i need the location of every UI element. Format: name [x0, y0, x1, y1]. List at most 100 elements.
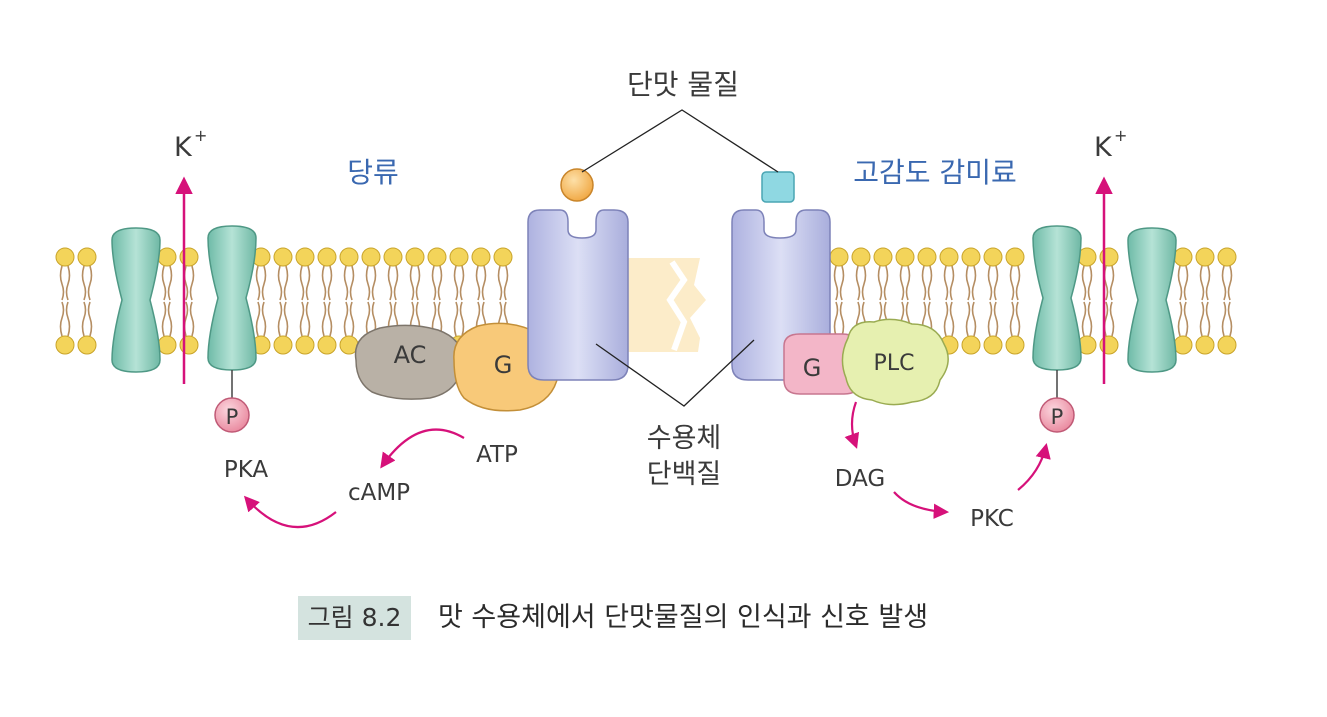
figure-caption: 맛 수용체에서 단맛물질의 인식과 신호 발생 — [438, 602, 929, 633]
lipid-tails — [475, 265, 487, 337]
lipid-head — [1099, 247, 1119, 267]
lipid-head — [983, 247, 1003, 267]
phospholipase-c: PLC — [841, 318, 949, 406]
lipid-head — [295, 247, 315, 267]
lipid-tails — [321, 265, 333, 337]
k-channel-far-right — [1127, 227, 1177, 373]
lipid-head — [295, 335, 315, 355]
lipid-head — [493, 247, 513, 267]
lipid-head — [1195, 335, 1215, 355]
lipid-tails — [387, 265, 399, 337]
lipid-tails — [921, 265, 933, 337]
adenylate-cyclase: AC — [354, 324, 464, 400]
lipid-tails — [255, 265, 267, 337]
lipid-tails — [833, 265, 845, 337]
g-protein-right: G — [783, 333, 861, 395]
lipid-head — [1005, 335, 1025, 355]
k-channel-far-left — [111, 227, 161, 373]
lipid-tails — [899, 265, 911, 337]
plc-to-dag-arrow — [844, 401, 860, 449]
lipid-tails — [409, 265, 421, 337]
lipid-tails — [1199, 265, 1211, 337]
lipid-head — [1217, 247, 1237, 267]
k-efflux-arrows — [175, 176, 1113, 384]
phosphate-right: P — [1039, 397, 1075, 433]
lipid-head — [179, 335, 199, 355]
lipid-tails — [81, 265, 93, 337]
lipid-tails — [277, 265, 289, 337]
sweetener-molecule — [761, 171, 795, 203]
lipid-head — [55, 247, 75, 267]
lipid-head — [317, 247, 337, 267]
pkc-label: PKC — [970, 506, 1014, 532]
pka-label: PKA — [224, 457, 269, 483]
camp-to-pka-arrow — [243, 495, 337, 529]
lipid-tails — [965, 265, 977, 337]
lipid-head — [383, 247, 403, 267]
lipid-head — [77, 335, 97, 355]
lipid-tails — [453, 265, 465, 337]
lipid-tails — [1177, 265, 1189, 337]
phosphate-left: P — [214, 397, 250, 433]
receptor-label-line2: 단백질 — [647, 459, 722, 490]
lipid-head — [273, 247, 293, 267]
lipid-head — [361, 247, 381, 267]
lipid-head — [1099, 335, 1119, 355]
lipid-tails — [943, 265, 955, 337]
receptor-left — [527, 209, 629, 381]
lipid-head — [427, 247, 447, 267]
plc-label: PLC — [874, 351, 915, 376]
lipid-head — [55, 335, 75, 355]
lipid-head — [829, 247, 849, 267]
lipid-tails — [877, 265, 889, 337]
k-channel-right — [1032, 225, 1082, 398]
g-left-label: G — [494, 351, 513, 379]
lipid-head — [1217, 335, 1237, 355]
lipid-tails — [343, 265, 355, 337]
dag-label: DAG — [835, 466, 885, 492]
receptor-label-line1: 수용체 — [647, 423, 722, 454]
lipid-head — [1173, 335, 1193, 355]
lipid-head — [1173, 247, 1193, 267]
lipid-tails — [1009, 265, 1021, 337]
p-left-label: P — [226, 405, 239, 429]
k-ion-label-right: K + — [1094, 126, 1127, 163]
lipid-head — [873, 247, 893, 267]
lipid-tails — [1081, 265, 1093, 337]
lipid-tails — [161, 265, 173, 337]
lipid-head — [405, 247, 425, 267]
leader-lines — [581, 109, 779, 407]
k-channel-left — [207, 225, 257, 398]
lipid-head — [449, 247, 469, 267]
lipid-head — [157, 247, 177, 267]
lipid-head — [273, 335, 293, 355]
sugar-label: 당류 — [347, 156, 399, 189]
sweetener-label: 고감도 감미료 — [853, 156, 1016, 189]
lipid-tails — [855, 265, 867, 337]
k-left-symbol: K — [174, 132, 193, 163]
lipid-head — [917, 247, 937, 267]
atp-to-camp-arrow — [380, 428, 465, 469]
lipid-head — [983, 335, 1003, 355]
receptor-dimer-interface — [628, 258, 706, 352]
lipid-tails — [987, 265, 999, 337]
lipid-head — [157, 335, 177, 355]
lipid-tails — [497, 265, 509, 337]
lipid-tails — [1221, 265, 1233, 337]
tastant-label: 단맛 물질 — [627, 68, 739, 101]
sugar-molecule — [560, 168, 594, 202]
figure-number: 그림 8.2 — [298, 596, 411, 640]
k-right-charge: + — [1114, 126, 1127, 145]
lipid-tails — [1103, 265, 1115, 337]
lipid-head — [179, 247, 199, 267]
lipid-head — [471, 247, 491, 267]
k-ion-label-left: K + — [174, 126, 207, 163]
g-right-label: G — [803, 354, 822, 382]
lipid-head — [895, 247, 915, 267]
lipid-head — [961, 247, 981, 267]
camp-label: cAMP — [348, 480, 410, 506]
lipid-tails — [183, 265, 195, 337]
k-right-symbol: K — [1094, 132, 1113, 163]
p-right-label: P — [1051, 405, 1064, 429]
